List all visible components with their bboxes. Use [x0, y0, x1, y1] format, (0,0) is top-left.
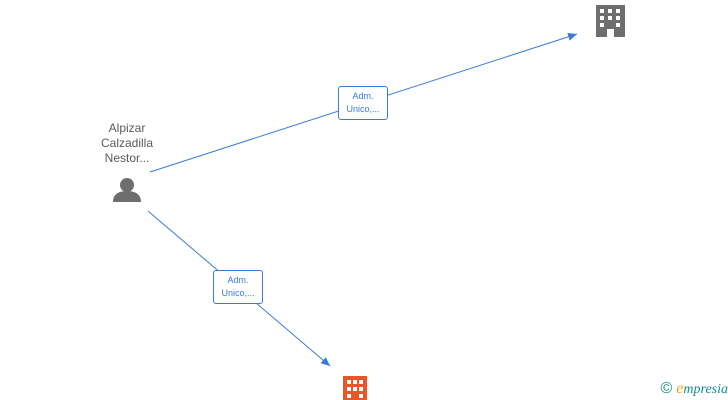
- brand-initial: e: [676, 380, 684, 397]
- building-icon[interactable]: [343, 376, 367, 400]
- brand-name: empresia: [676, 380, 728, 398]
- relation-label-line: Adm.: [352, 91, 374, 101]
- brand-logo: © empresia: [661, 378, 728, 400]
- person-name-line: Nestor...: [104, 151, 150, 165]
- relation-label-1[interactable]: Adm. Unico,...: [338, 86, 388, 120]
- relation-label-line: Unico,...: [346, 104, 380, 114]
- building-icon[interactable]: [596, 5, 625, 37]
- person-name-label[interactable]: Alpizar Calzadilla Nestor...: [82, 121, 172, 166]
- copyright-symbol: ©: [660, 380, 673, 397]
- relation-label-line: Unico,...: [221, 288, 255, 298]
- relation-label-2[interactable]: Adm. Unico,...: [213, 270, 263, 304]
- person-name-line: Calzadilla: [100, 136, 154, 150]
- brand-rest: mpresia: [683, 382, 728, 397]
- person-name-line: Alpizar: [108, 121, 146, 135]
- relation-label-line: Adm.: [227, 275, 249, 285]
- person-icon[interactable]: [113, 178, 141, 202]
